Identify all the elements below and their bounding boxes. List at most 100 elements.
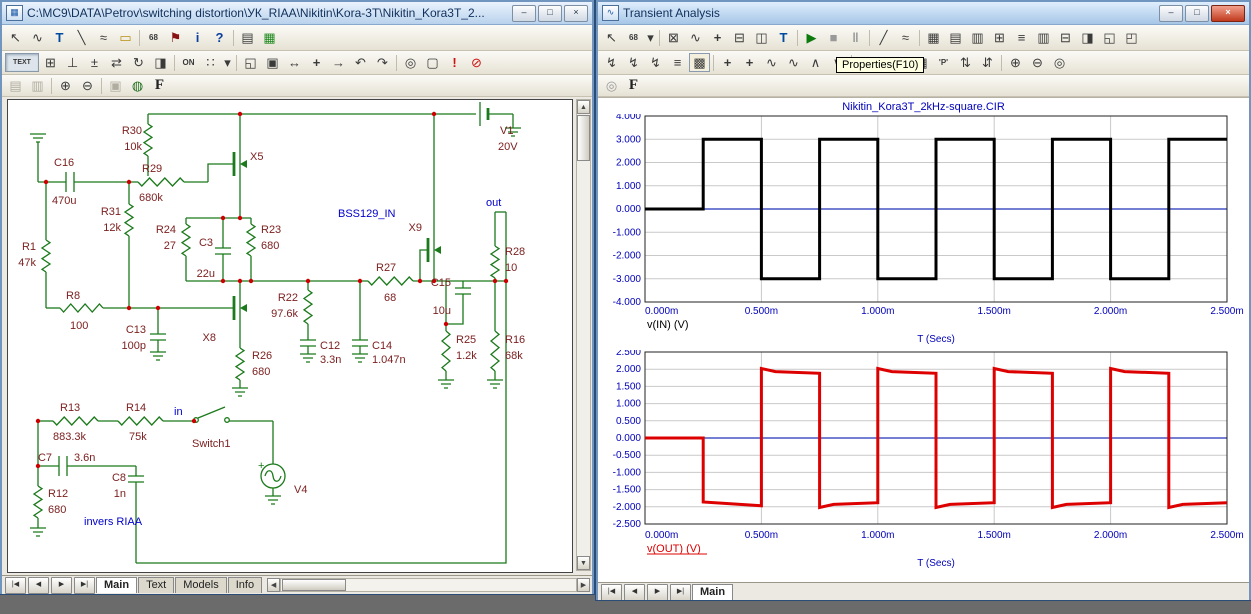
tab-prev-button[interactable]: ◀	[624, 584, 645, 601]
crosshair-dot-icon[interactable]: +	[739, 53, 760, 72]
vertical-grid-icon[interactable]: ▥	[1033, 28, 1054, 47]
zoom-in-icon[interactable]: ⊕	[1005, 53, 1026, 72]
grid-menu-icon[interactable]: ▾	[222, 53, 233, 72]
tab-first-button[interactable]: |◀	[601, 584, 622, 601]
plus-marks-icon[interactable]: ⊞	[989, 28, 1010, 47]
tab-main[interactable]: Main	[692, 584, 733, 600]
tab-text[interactable]: Text	[138, 577, 174, 593]
zoom-out-icon[interactable]: ⊖	[77, 76, 98, 95]
zoom-in-icon[interactable]: ⊕	[55, 76, 76, 95]
graphics-mode-icon[interactable]: ▭	[115, 28, 136, 47]
scroll-left-button[interactable]: ◀	[267, 578, 280, 592]
ruler-icon[interactable]: ▥	[967, 28, 988, 47]
horizontal-scrollbar-track[interactable]	[280, 578, 577, 592]
region-select-icon[interactable]: ▤	[237, 28, 258, 47]
wave-view-icon[interactable]: ∿	[783, 53, 804, 72]
snapshot-icon[interactable]: ▣	[105, 76, 126, 95]
scroll-right-button[interactable]: ▶	[577, 578, 590, 592]
paste-picture-icon[interactable]: ▥	[27, 76, 48, 95]
go-up-down-icon[interactable]: ⇅	[955, 53, 976, 72]
tab-last-button[interactable]: ▶|	[670, 584, 691, 601]
data-points-icon[interactable]: ▦	[923, 28, 944, 47]
help-mode-icon[interactable]: ?	[209, 28, 230, 47]
horizontal-cursor-icon[interactable]: ◨	[1077, 28, 1098, 47]
maximize-button[interactable]: □	[538, 5, 562, 22]
run-icon[interactable]: ▶	[801, 28, 822, 47]
crosshair-icon[interactable]: +	[306, 53, 327, 72]
tab-models[interactable]: Models	[175, 577, 226, 593]
baseline-icon[interactable]: ⊟	[1055, 28, 1076, 47]
minimize-button[interactable]: –	[1159, 5, 1183, 22]
line-icon[interactable]: ╱	[873, 28, 894, 47]
vertical-tag-icon[interactable]: ◫	[751, 28, 772, 47]
split-window-icon[interactable]: ◰	[1121, 28, 1142, 47]
title-block-icon[interactable]: ▣	[262, 53, 283, 72]
scale-mode-icon[interactable]: ⊠	[663, 28, 684, 47]
redo-icon[interactable]: ↷	[372, 53, 393, 72]
tile-windows-icon[interactable]: ◱	[1099, 28, 1120, 47]
maximize-button[interactable]: □	[1185, 5, 1209, 22]
scroll-up-button[interactable]: ▲	[577, 100, 590, 114]
mirror-icon[interactable]: ◨	[150, 53, 171, 72]
horizontal-grid-icon[interactable]: ≡	[1011, 28, 1032, 47]
horizontal-scrollbar[interactable]: ◀ ▶	[267, 578, 590, 592]
vertical-scrollbar[interactable]: ▲ ▼	[576, 99, 591, 571]
p-key-icon[interactable]: 'P'	[933, 53, 954, 72]
node-list-icon[interactable]: ≡	[667, 53, 688, 72]
text-mode-icon[interactable]: T	[773, 28, 794, 47]
analysis-titlebar[interactable]: ∿ Transient Analysis –□×	[598, 2, 1249, 25]
select-mode-icon[interactable]: ↖	[601, 28, 622, 47]
find-icon[interactable]: ◎	[400, 53, 421, 72]
wire-mode-icon[interactable]: ╲	[71, 28, 92, 47]
text-stamp-button[interactable]: TEXT	[5, 53, 39, 72]
find-part-icon[interactable]: 68	[143, 28, 164, 47]
find-part-icon[interactable]: 68	[623, 28, 644, 47]
border-icon[interactable]: ◱	[240, 53, 261, 72]
info-mode-icon[interactable]: i	[187, 28, 208, 47]
tab-main[interactable]: Main	[96, 577, 137, 593]
ground-icon[interactable]: ⊥	[62, 53, 83, 72]
add-part-icon[interactable]: ⊞	[40, 53, 61, 72]
minimize-button[interactable]: –	[512, 5, 536, 22]
tab-prev-button[interactable]: ◀	[28, 577, 49, 594]
crosshair-icon[interactable]: +	[717, 53, 738, 72]
stop-icon[interactable]: ■	[823, 28, 844, 47]
scroll-down-button[interactable]: ▼	[577, 556, 590, 570]
vertical-scrollbar-thumb[interactable]	[577, 115, 590, 161]
peak-icon[interactable]: ∧	[805, 53, 826, 72]
close-button[interactable]: ×	[564, 5, 588, 22]
swap-nodes-icon[interactable]: ⇄	[106, 53, 127, 72]
horizontal-scrollbar-thumb[interactable]	[282, 579, 346, 591]
chart-vin[interactable]: 4.0003.0002.0001.0000.000-1.000-2.000-3.…	[601, 114, 1244, 348]
close-button[interactable]: ×	[1211, 5, 1245, 22]
polyline-icon[interactable]: ≈	[895, 28, 916, 47]
cursor-mode-icon[interactable]: ∿	[685, 28, 706, 47]
power-probe-icon[interactable]: ↯	[645, 53, 666, 72]
zoom-out-icon[interactable]: ⊖	[1027, 53, 1048, 72]
schematic-canvas[interactable]: C16470uR3010kR29680kR3112kX5R147kR2427C3…	[7, 99, 573, 573]
preview-icon[interactable]: ▢	[422, 53, 443, 72]
pause-icon[interactable]: ‖	[845, 28, 866, 47]
clear-errors-icon[interactable]: ⊘	[466, 53, 487, 72]
fit-page-icon[interactable]: ↔	[284, 53, 305, 72]
polarity-icon[interactable]: ±	[84, 53, 105, 72]
flag-mode-icon[interactable]: ⚑	[165, 28, 186, 47]
grid-dots-icon[interactable]: ∷	[200, 53, 221, 72]
font-icon[interactable]: F	[149, 76, 170, 95]
tab-next-button[interactable]: ▶	[51, 577, 72, 594]
browser-icon[interactable]: ◎	[601, 76, 622, 95]
horizontal-tag-icon[interactable]: ⊟	[729, 28, 750, 47]
font-icon[interactable]: F	[623, 76, 644, 95]
tab-first-button[interactable]: |◀	[5, 577, 26, 594]
schematic-titlebar[interactable]: ▦ C:\MC9\DATA\Petrov\switching distortio…	[2, 2, 592, 25]
browser-icon[interactable]: ◍	[127, 76, 148, 95]
tokens-icon[interactable]: ▤	[945, 28, 966, 47]
sine-view-icon[interactable]: ∿	[761, 53, 782, 72]
rotate-icon[interactable]: ↻	[128, 53, 149, 72]
current-probe-icon[interactable]: ↯	[623, 53, 644, 72]
component-mode-icon[interactable]: ∿	[27, 28, 48, 47]
point-tag-icon[interactable]: +	[707, 28, 728, 47]
copy-picture-icon[interactable]: ▤	[5, 76, 26, 95]
zoom-fit-icon[interactable]: ◎	[1049, 53, 1070, 72]
tab-last-button[interactable]: ▶|	[74, 577, 95, 594]
